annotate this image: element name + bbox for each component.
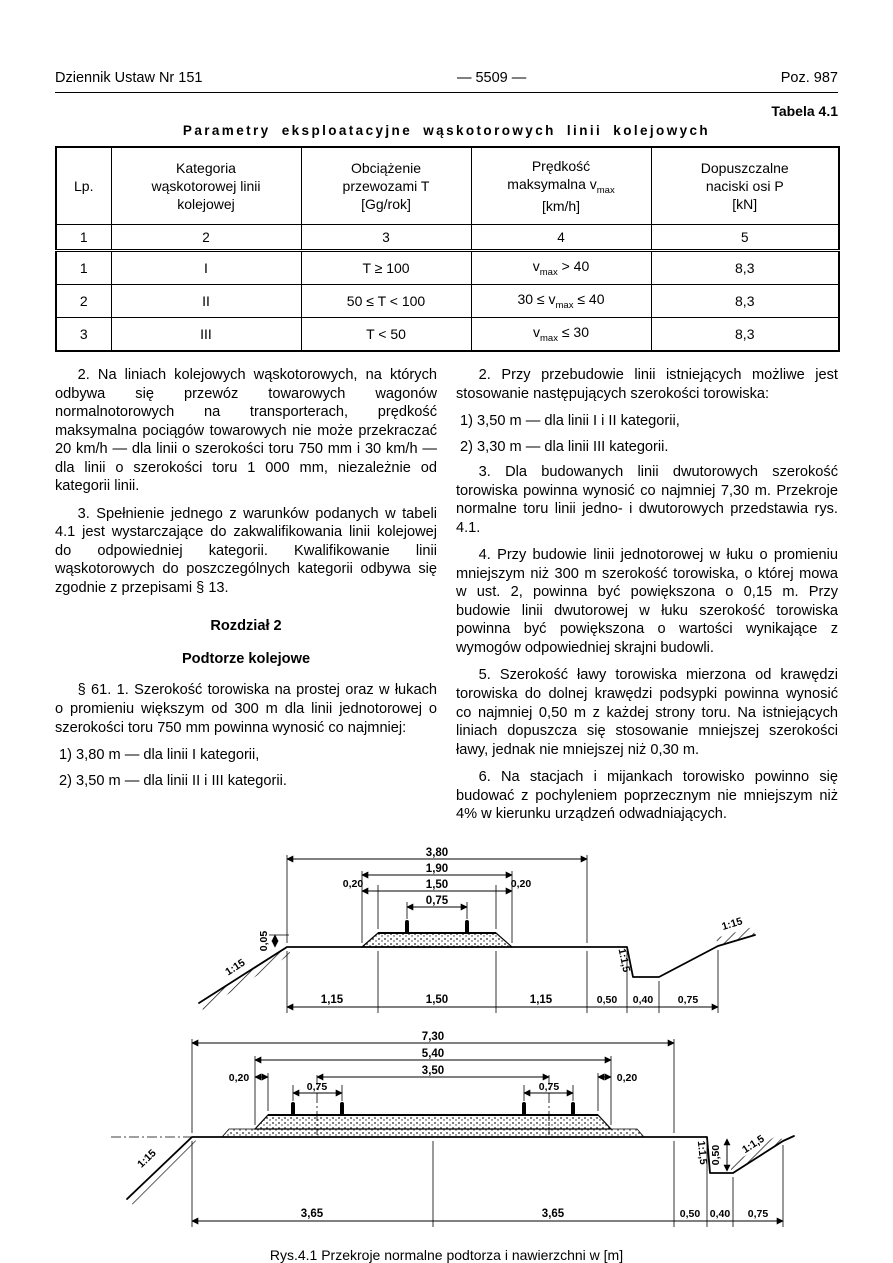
dim-label: 0,40 <box>709 1208 730 1220</box>
protective-layer <box>220 1128 645 1138</box>
page-header: Dziennik Ustaw Nr 151 — 5509 — Poz. 987 <box>55 70 838 92</box>
dim-label: 0,20 <box>342 878 363 890</box>
page-number: — 5509 — <box>456 70 527 86</box>
dim-label: 3,80 <box>425 847 447 859</box>
chapter-heading: Rozdział 2 <box>210 618 282 635</box>
body-columns: 2. Na liniach kolejowych wąskotorowych, … <box>55 366 838 833</box>
terrain-line <box>197 933 756 1004</box>
dim-label: 0,75 <box>677 994 698 1006</box>
rail <box>570 1104 575 1115</box>
rail-head-right <box>464 919 469 924</box>
paragraph-4r: 4. Przy budowie linii jednotorowej w łuk… <box>456 547 838 656</box>
dim-label: 1,15 <box>320 994 343 1006</box>
dim-label: 1,90 <box>425 863 447 875</box>
list-item-1r: 1) 3,50 m — dla linii I i II kategorii, <box>460 413 680 430</box>
table-header-row: Lp. Kategoria wąskotorowej linii kolejow… <box>55 146 840 225</box>
left-slope-hatch <box>198 946 291 1010</box>
speed-cell: 30 ≤ vmax ≤ 40 <box>470 284 652 318</box>
paragraph-2r: 2. Przy przebudowie linii istniejących m… <box>456 367 838 402</box>
slope-label: 1:1,5 <box>694 1140 708 1165</box>
table-row: 3 III T < 50 vmax ≤ 30 8,3 <box>55 317 840 352</box>
figure-caption: Rys.4.1 Przekroje normalne podtorza i na… <box>269 1246 624 1263</box>
right-slope-hatch <box>728 1133 783 1173</box>
paragraph-3: 3. Spełnienie jednego z warunków podanyc… <box>55 505 437 596</box>
rail-head <box>339 1101 344 1106</box>
dim-label: 0,05 <box>258 930 270 951</box>
dim-label: 5,40 <box>421 1048 443 1060</box>
ballast <box>359 932 514 948</box>
dim-label: 0,50 <box>596 994 617 1006</box>
right-slope-hatch <box>715 926 755 946</box>
col-header-speed: Prędkość maksymalna vmax [km/h] <box>470 146 652 225</box>
header-rule <box>55 92 838 93</box>
col-header-lp: Lp. <box>55 146 112 225</box>
table-label: Tabela 4.1 <box>771 103 838 119</box>
terrain-line <box>125 1134 795 1200</box>
slope-label: 1:15 <box>720 915 744 933</box>
rail <box>290 1104 295 1115</box>
rail-head <box>521 1101 526 1106</box>
dim-label: 3,65 <box>541 1208 564 1220</box>
col-header-category: Kategoria wąskotorowej linii kolejowej <box>110 146 302 225</box>
rail <box>521 1104 526 1115</box>
dimension-lines <box>190 1039 784 1225</box>
rail-right <box>464 922 469 933</box>
dim-label: 1,50 <box>425 879 447 891</box>
col-header-axle: Dopuszczalne naciski osi P [kN] <box>650 146 840 225</box>
rail <box>339 1104 344 1115</box>
dim-label: 3,65 <box>300 1208 323 1220</box>
dim-label: 3,50 <box>421 1065 443 1077</box>
list-item-2r: 2) 3,30 m — dla linii III kategorii. <box>460 438 669 455</box>
slope-label: 1:1,5 <box>615 947 632 973</box>
dim-label: 0,75 <box>306 1081 327 1093</box>
double-track-cross-section: 7,30 5,40 0,20 3,50 0,20 0,75 0,75 1:15 … <box>110 1031 795 1227</box>
list-item-1: 1) 3,80 m — dla linii I kategorii, <box>59 747 260 764</box>
dimension-lines <box>271 855 719 1011</box>
dim-label: 0,75 <box>747 1208 768 1220</box>
list-item-2: 2) 3,50 m — dla linii II i III kategorii… <box>59 772 287 789</box>
dim-label: 7,30 <box>421 1031 443 1043</box>
chapter-title: Podtorze kolejowe <box>181 650 311 667</box>
rail-head-left <box>404 919 409 924</box>
table-row: 1 I T ≥ 100 vmax > 40 8,3 <box>55 250 840 285</box>
col-header-load: Obciążenie przewozami T [Gg/rok] <box>300 146 472 225</box>
dim-label: 0,50 <box>679 1208 700 1220</box>
figure-4-1: 3,80 1,90 0,20 1,50 0,20 0,75 0,05 1:15 … <box>55 847 838 1263</box>
single-track-cross-section: 3,80 1,90 0,20 1,50 0,20 0,75 0,05 1:15 … <box>197 847 756 1013</box>
journal-name: Dziennik Ustaw Nr 151 <box>55 70 203 86</box>
dim-label: 0,75 <box>425 895 448 907</box>
rail-head <box>290 1101 295 1106</box>
dim-label: 0,20 <box>228 1072 249 1084</box>
column-numbering-row: 1 2 3 4 5 <box>55 224 840 252</box>
dim-label: 0,75 <box>538 1081 559 1093</box>
ballast <box>253 1114 612 1130</box>
paragraph-61: § 61. 1. Szerokość torowiska na prostej … <box>55 682 437 736</box>
left-slope-hatch <box>126 1136 198 1205</box>
right-column: 2. Przy przebudowie linii istniejących m… <box>456 366 838 833</box>
position-number: Poz. 987 <box>780 70 838 86</box>
dim-label: 0,40 <box>632 994 653 1006</box>
paragraph-2: 2. Na liniach kolejowych wąskotorowych, … <box>55 367 437 495</box>
parameters-table: Lp. Kategoria wąskotorowej linii kolejow… <box>55 146 840 352</box>
paragraph-5r: 5. Szerokość ławy torowiska mierzona od … <box>456 667 838 758</box>
rail-left <box>404 922 409 933</box>
dim-label: 0,20 <box>510 878 531 890</box>
dim-label: 1,15 <box>529 994 552 1006</box>
rail-head <box>570 1101 575 1106</box>
table-row: 2 II 50 ≤ T < 100 30 ≤ vmax ≤ 40 8,3 <box>55 284 840 318</box>
left-column: 2. Na liniach kolejowych wąskotorowych, … <box>55 366 437 833</box>
slope-label: 1:15 <box>135 1147 159 1170</box>
paragraph-3r: 3. Dla budowanych linii dwutorowych szer… <box>456 464 838 536</box>
table-title: Parametry eksploatacyjne wąskotorowych l… <box>182 123 711 138</box>
dim-label: 1,50 <box>425 994 447 1006</box>
dim-label: 0,20 <box>616 1072 637 1084</box>
speed-cell: vmax > 40 <box>470 250 652 285</box>
paragraph-6r: 6. Na stacjach i mijankach torowisko pow… <box>456 769 838 823</box>
dim-label: 0,50 <box>710 1144 722 1165</box>
speed-cell: vmax ≤ 30 <box>470 317 652 352</box>
